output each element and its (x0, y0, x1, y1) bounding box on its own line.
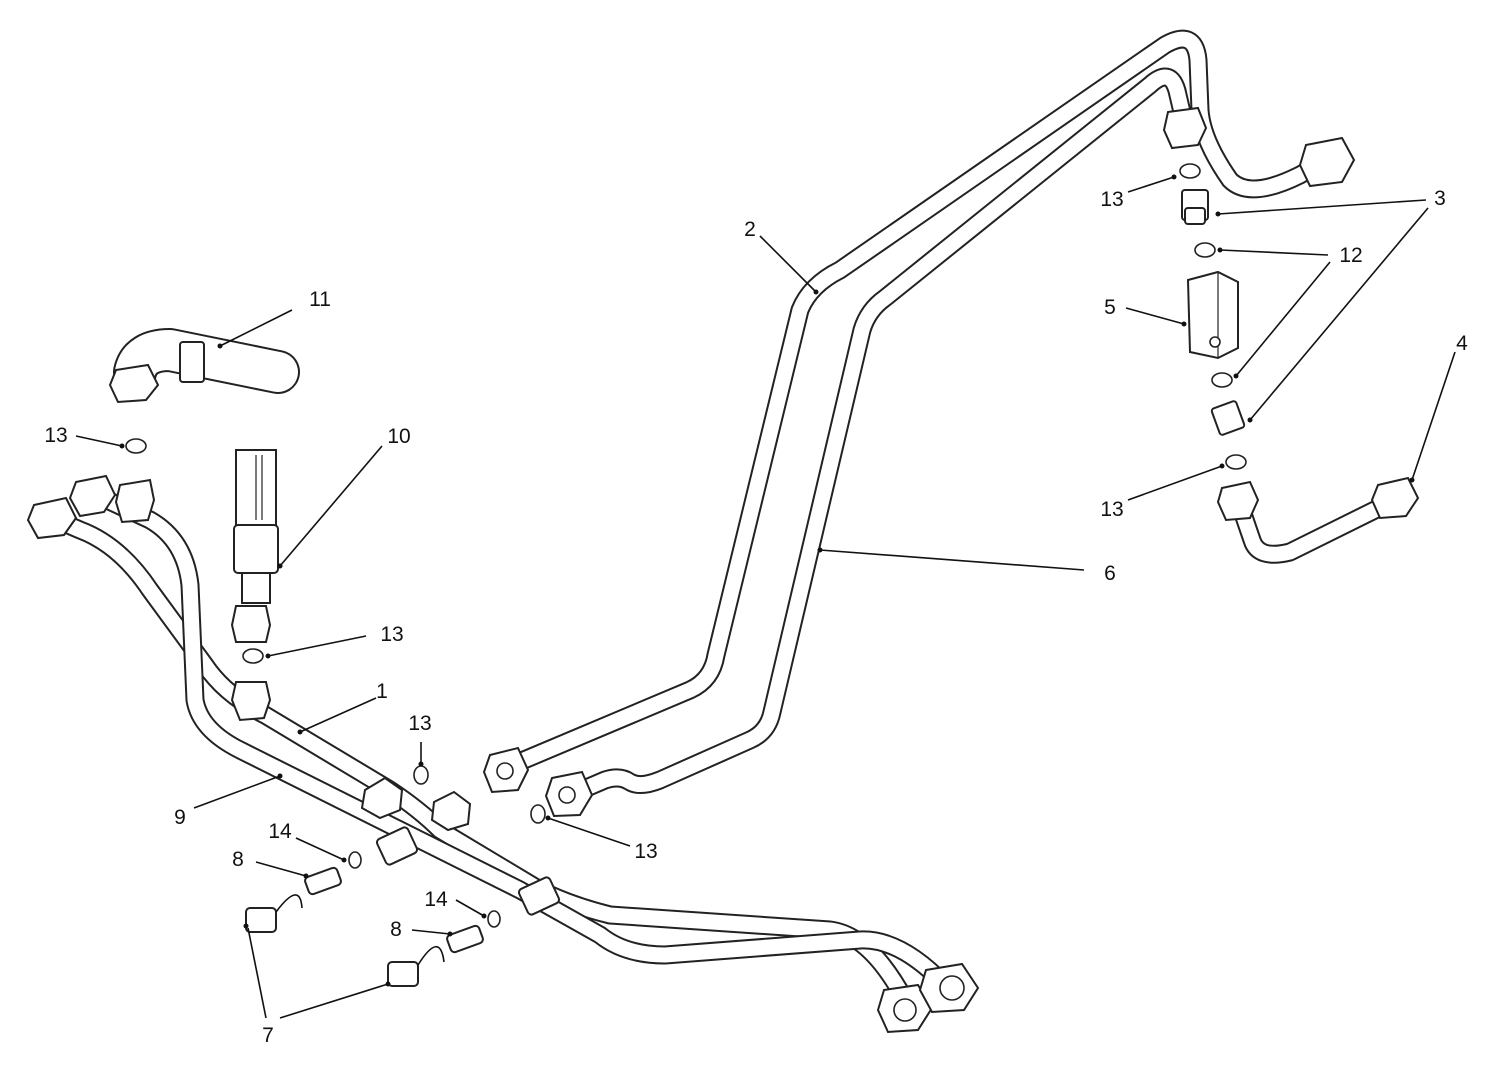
callout-13-bottom: 13 (634, 840, 657, 863)
hex-nut (1216, 480, 1260, 522)
nut-bore (939, 975, 965, 1001)
valve-block-part-5 (1186, 270, 1239, 360)
callout-2: 2 (744, 218, 756, 241)
hose-part-11 (113, 328, 300, 394)
dust-cap-part-7-upper (245, 894, 303, 933)
callout-9: 9 (174, 806, 186, 829)
callout-8-upper: 8 (232, 848, 244, 871)
dust-cap-part-7-lower (387, 945, 445, 987)
hose-stem (241, 572, 271, 604)
callout-1: 1 (376, 680, 388, 703)
hex-nut (230, 605, 272, 643)
hex-nut (108, 363, 160, 404)
tee-ports (360, 776, 561, 916)
callout-12: 12 (1339, 244, 1362, 267)
hose-crimp-collar (233, 524, 279, 574)
hex-nut-fittings (26, 106, 1420, 1034)
callout-11: 11 (309, 288, 331, 311)
nut-bore (893, 998, 917, 1022)
hex-nut (230, 681, 272, 722)
callout-8-lower: 8 (390, 918, 402, 941)
hex-nut (1162, 106, 1208, 150)
tube-part-4 (1230, 490, 1405, 564)
coupler-part-8-lower (446, 924, 484, 954)
tube-part-6 (560, 67, 1195, 805)
leader-lines (75, 174, 1456, 1019)
callout-13-mid-right: 13 (1100, 498, 1123, 521)
coupler-part-8-upper (304, 866, 342, 896)
adapter-part-3-lower (1210, 400, 1246, 436)
callout-6: 6 (1104, 562, 1116, 585)
callout-4: 4 (1456, 332, 1468, 355)
tube-part-2 (495, 29, 1340, 778)
callout-14-lower: 14 (424, 888, 448, 911)
callout-13-top-right: 13 (1100, 188, 1123, 211)
callout-labels: 1 2 3 4 5 6 7 8 8 9 10 11 12 13 13 13 13… (44, 187, 1468, 1047)
nut-bore (558, 786, 576, 804)
callout-13-left: 13 (44, 424, 67, 447)
hex-nut (1370, 476, 1420, 520)
o-rings (125, 163, 1247, 928)
hex-nut (26, 496, 78, 540)
callout-14-upper: 14 (268, 820, 292, 843)
callout-13-center: 13 (380, 623, 403, 646)
tube-part-9 (80, 482, 955, 995)
hose-crimp-collar (179, 341, 205, 383)
nut-bore (496, 762, 514, 780)
callout-3: 3 (1434, 187, 1446, 210)
hex-nut (1298, 136, 1356, 188)
callout-7: 7 (262, 1024, 274, 1047)
callout-13-tee: 13 (408, 712, 431, 735)
hex-nut (114, 478, 156, 524)
hex-nut (68, 474, 117, 518)
callout-5: 5 (1104, 296, 1116, 319)
callout-10: 10 (387, 425, 410, 448)
adapter-part-3-upper (1181, 189, 1209, 225)
hose-part-10 (233, 449, 279, 604)
